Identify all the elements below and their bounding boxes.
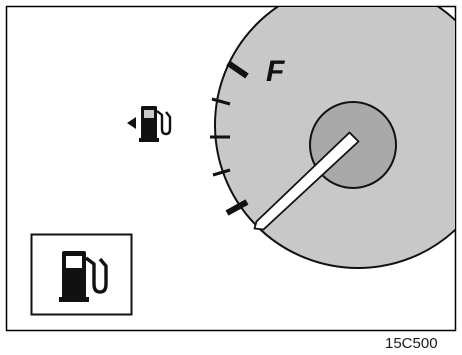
low-fuel-indicator (32, 235, 132, 315)
figure-code: 15C500 (385, 335, 438, 352)
gauge-full-label: F (266, 55, 285, 88)
